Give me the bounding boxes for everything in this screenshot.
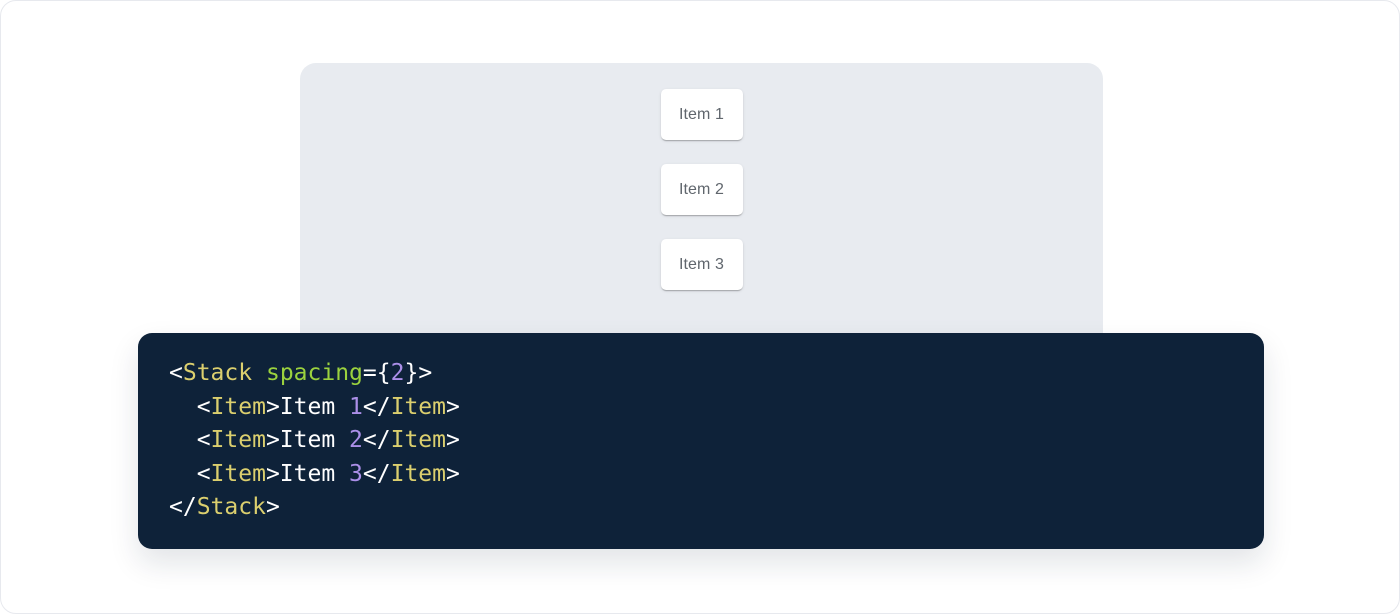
stack-demo: Item 1 Item 2 Item 3 [300, 89, 1103, 290]
code-token-num: 3 [349, 460, 363, 487]
code-token-num: 1 [349, 393, 363, 420]
code-token-tag: Stack [182, 360, 253, 386]
code-line: </Stack> [169, 491, 1233, 525]
code-token-punc: > [265, 494, 280, 521]
code-token-punc: ={ [362, 360, 391, 386]
stack-item: Item 2 [660, 164, 743, 215]
code-token-tag: Item [390, 427, 446, 454]
code-line: <Item>Item 1</Item> [169, 391, 1233, 425]
code-content: <Stack spacing={2}> <Item>Item 1</Item> … [138, 333, 1264, 549]
code-token-punc [252, 360, 266, 386]
code-token-punc: > [446, 427, 460, 454]
code-token-punc: > [265, 460, 280, 487]
stack-item: Item 3 [660, 239, 743, 290]
code-token-attr: spacing [265, 360, 363, 386]
code-token-num: 2 [349, 427, 363, 454]
code-token-tag: Stack [196, 494, 266, 521]
code-token-tag: Item [210, 427, 266, 454]
code-token-text: Item [279, 460, 350, 487]
code-line: <Item>Item 2</Item> [169, 424, 1233, 458]
demo-panel: Item 1 Item 2 Item 3 [300, 63, 1103, 363]
code-token-punc: }> [404, 360, 433, 386]
code-token-punc: </ [362, 460, 391, 487]
code-token-punc: < [169, 360, 183, 386]
code-token-punc: < [169, 460, 211, 487]
code-token-punc: < [169, 393, 211, 420]
code-line: <Stack spacing={2}> [169, 357, 1233, 391]
code-token-text: Item [279, 393, 350, 420]
code-token-tag: Item [210, 460, 266, 487]
code-token-punc: > [446, 393, 460, 420]
code-token-punc: </ [169, 494, 197, 521]
code-line: <Item>Item 3</Item> [169, 458, 1233, 492]
code-token-tag: Item [390, 460, 446, 487]
code-token-punc: > [265, 393, 280, 420]
stack-item-label: Item 2 [678, 180, 725, 198]
code-token-tag: Item [210, 393, 266, 420]
code-token-punc: </ [362, 393, 391, 420]
code-token-num: 2 [390, 360, 405, 386]
stack-item-label: Item 1 [678, 105, 725, 123]
code-token-punc: < [169, 427, 211, 454]
stack-item-label: Item 3 [678, 255, 725, 273]
code-token-punc: > [446, 460, 460, 487]
code-token-tag: Item [390, 393, 446, 420]
stack-item: Item 1 [660, 89, 743, 140]
code-token-text: Item [279, 427, 350, 454]
code-block: <Stack spacing={2}> <Item>Item 1</Item> … [138, 333, 1264, 549]
code-token-punc: > [265, 427, 280, 454]
code-token-punc: </ [362, 427, 391, 454]
